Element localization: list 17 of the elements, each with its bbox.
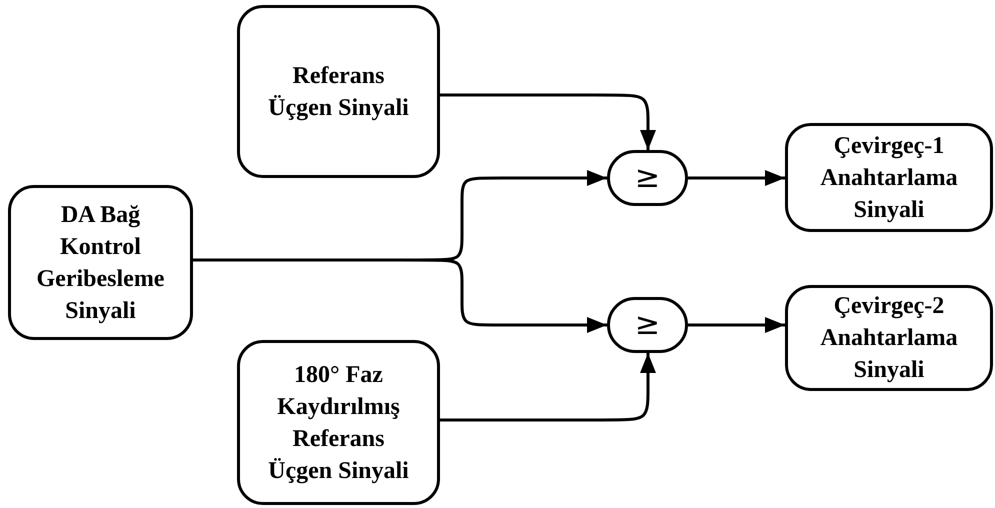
operator-symbol: ≥	[634, 309, 660, 341]
node-label: Çevirgeç-2 Anahtarlama Sinyali	[819, 292, 959, 385]
arrow	[688, 170, 785, 186]
process-box	[8, 185, 193, 340]
node-label: 180° Faz Kaydırılmış Referans Üçgen Sinyali	[267, 360, 410, 486]
process-box	[237, 340, 440, 505]
process-box	[237, 5, 440, 178]
arrow	[688, 317, 785, 333]
arrow	[193, 258, 607, 333]
node-label: DA Bağ Kontrol Geribesleme Sinyali	[36, 200, 166, 326]
arrow	[440, 353, 656, 422]
node-label: Çevirgeç-1 Anahtarlama Sinyali	[819, 132, 959, 224]
process-box	[785, 285, 993, 391]
arrow	[440, 94, 656, 150]
process-box	[785, 123, 993, 232]
operator-symbol: ≥	[634, 162, 660, 194]
node-label: Referans Üçgen Sinyali	[267, 62, 410, 122]
